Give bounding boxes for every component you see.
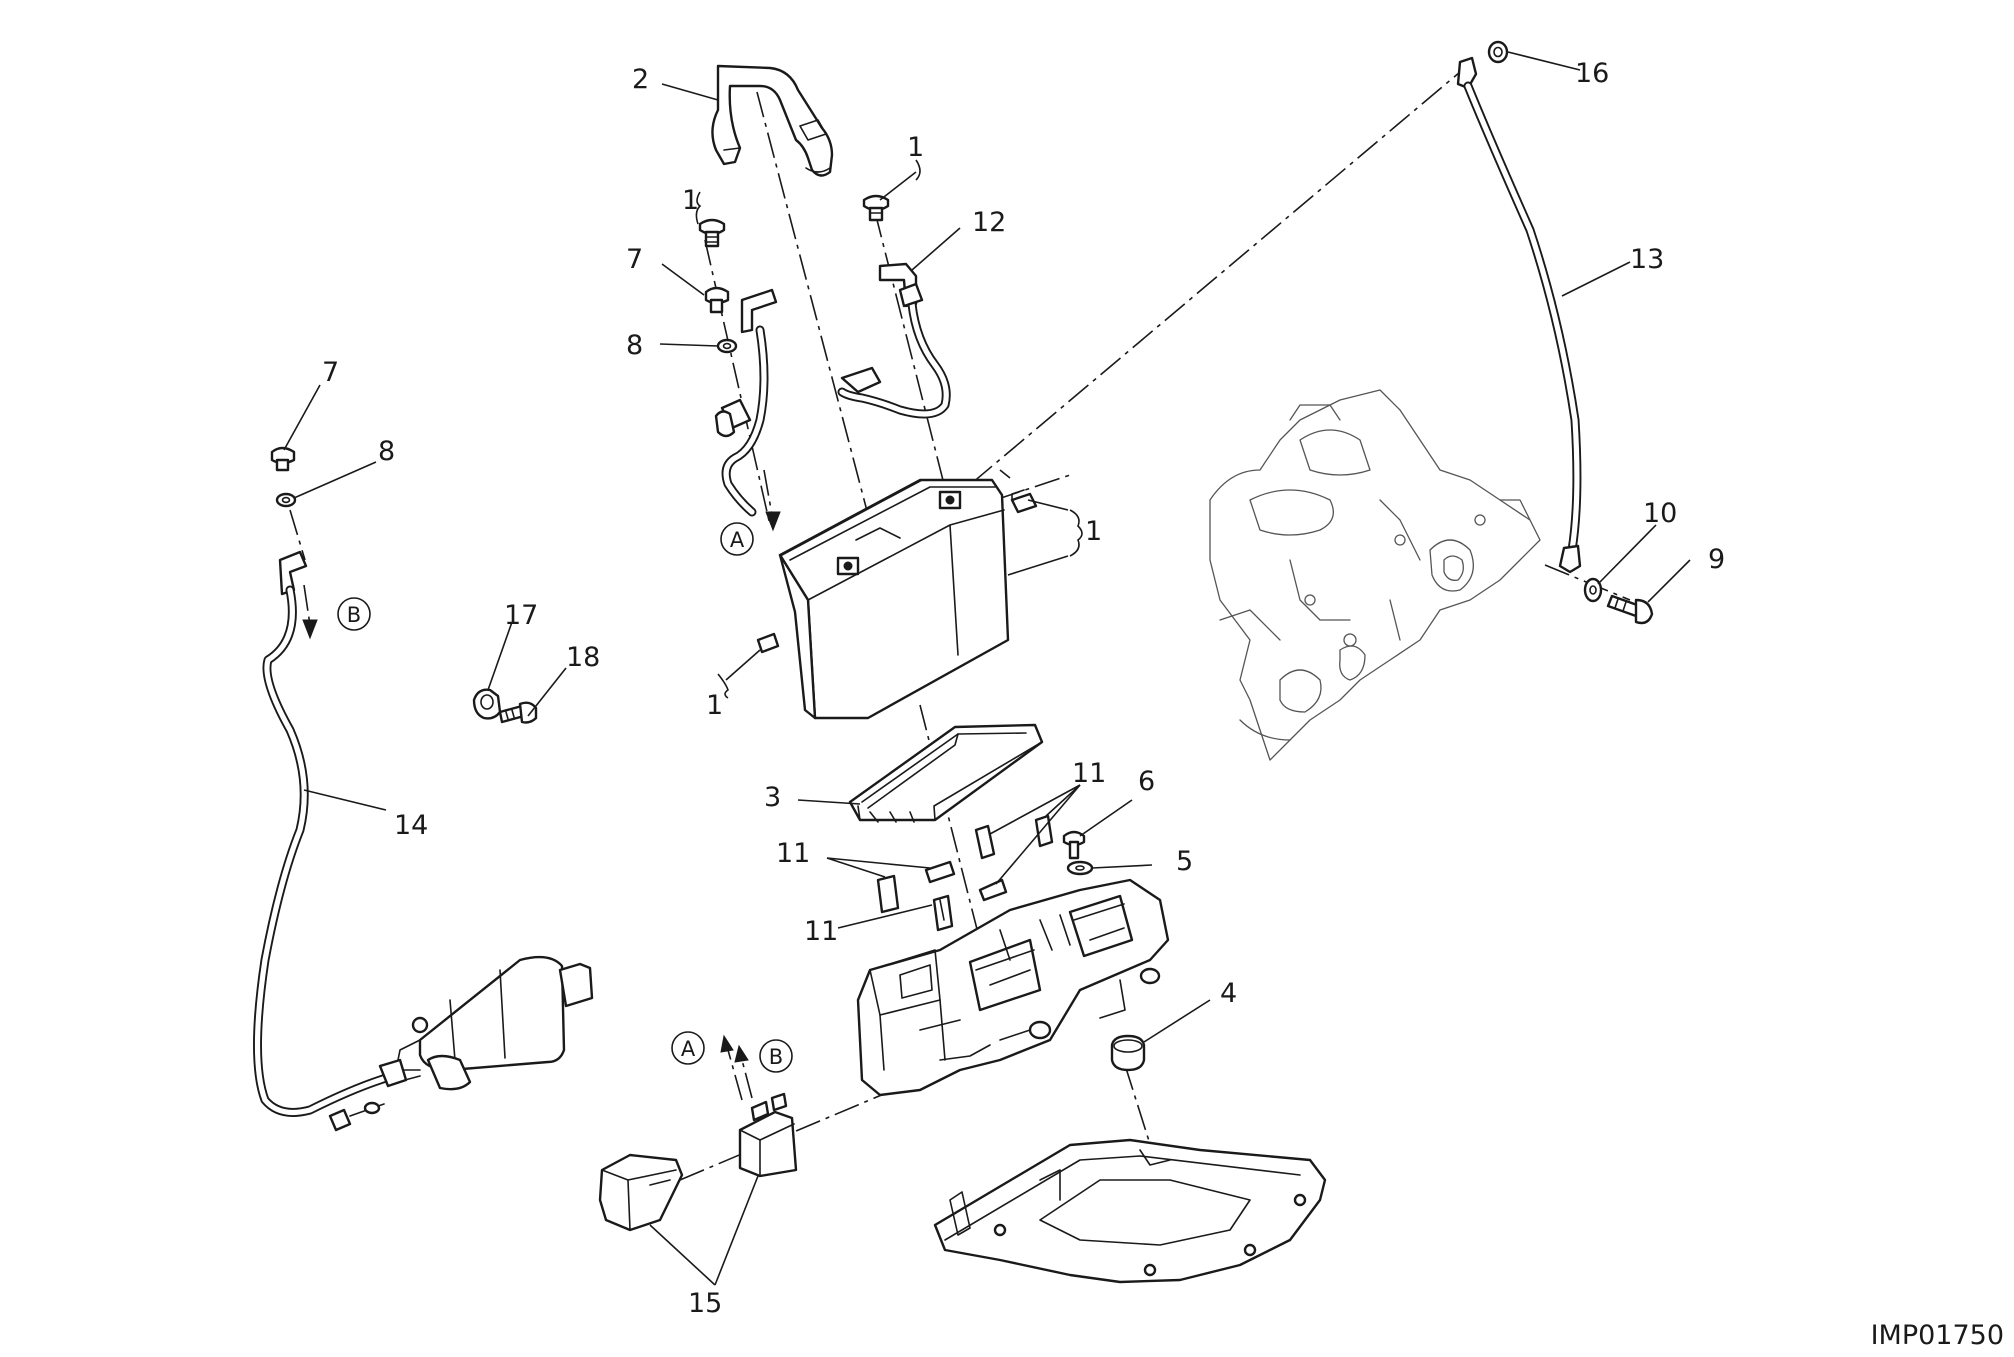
mount-screw	[1062, 830, 1086, 860]
ground-bolt	[1606, 594, 1654, 625]
callout-14: 14	[394, 810, 428, 841]
starter-relay	[738, 1092, 798, 1178]
starter-motor-cable	[253, 550, 408, 1132]
callout-1-top-right: 1	[907, 132, 924, 163]
ref-b-lower: B	[769, 1045, 783, 1069]
callout-braces	[695, 159, 1083, 699]
battery	[778, 478, 1010, 720]
battery-tray	[848, 723, 1044, 823]
callout-8-lower: 8	[378, 436, 395, 467]
relay-cover	[598, 1153, 684, 1232]
ref-a-upper: A	[730, 528, 745, 552]
connection-arrows	[302, 469, 781, 1101]
terminal-screw-right	[862, 194, 890, 222]
grommet	[1110, 1034, 1146, 1072]
callout-4: 4	[1220, 978, 1237, 1009]
spacer-bushing	[472, 688, 502, 720]
hex-screw	[498, 701, 538, 724]
mount-washer	[1066, 860, 1094, 876]
callout-7-upper: 7	[626, 244, 643, 275]
callout-1-bottom: 1	[706, 690, 723, 721]
callout-11-bottom: 11	[804, 916, 838, 947]
starter-motor	[395, 955, 594, 1091]
callout-5: 5	[1176, 846, 1193, 877]
ground-cable	[1456, 56, 1582, 574]
callout-1-top-left: 1	[682, 185, 699, 216]
washer-lower	[275, 492, 297, 508]
reference-markers	[337, 522, 793, 1073]
positive-battery-cable	[837, 262, 951, 419]
callout-16: 16	[1575, 58, 1609, 89]
callout-11-left: 11	[776, 838, 810, 869]
bolt-upper	[704, 286, 730, 314]
battery-strap	[711, 64, 834, 177]
electrical-housing	[856, 878, 1170, 1097]
callout-12: 12	[972, 207, 1006, 238]
terminal-nut-right	[1010, 489, 1038, 514]
ground-washer	[1583, 577, 1603, 603]
callout-15: 15	[688, 1288, 722, 1319]
callout-9: 9	[1708, 544, 1725, 575]
bolt-lower	[270, 446, 296, 472]
ref-b-upper: B	[347, 603, 361, 627]
callout-17: 17	[504, 600, 538, 631]
callout-3: 3	[764, 782, 781, 813]
ref-a-lower: A	[681, 1037, 696, 1061]
callout-2: 2	[632, 64, 649, 95]
cable-grommet-top	[1487, 40, 1509, 64]
lower-tray	[933, 1138, 1327, 1284]
callout-1-right: 1	[1085, 516, 1102, 547]
negative-battery-cable	[714, 288, 778, 517]
engine-crankcase	[1209, 389, 1541, 761]
leader-lines	[283, 51, 1691, 1286]
callout-10: 10	[1643, 498, 1677, 529]
callout-7-lower: 7	[322, 357, 339, 388]
callout-labels: 2 1 1 7 8 12 13 16 10 9 1 1 7 8 17 18 14…	[322, 58, 1725, 1319]
washer-upper	[716, 338, 738, 354]
drawing-code: IMP01750	[1871, 1320, 2004, 1351]
terminal-screw-left	[698, 218, 726, 248]
callout-13: 13	[1630, 244, 1664, 275]
rubber-pads	[876, 814, 1054, 932]
callout-6: 6	[1138, 766, 1155, 797]
callout-11-top: 11	[1072, 758, 1106, 789]
terminal-nut-left	[756, 632, 780, 654]
callout-8-upper: 8	[626, 330, 643, 361]
callout-18: 18	[566, 642, 600, 673]
